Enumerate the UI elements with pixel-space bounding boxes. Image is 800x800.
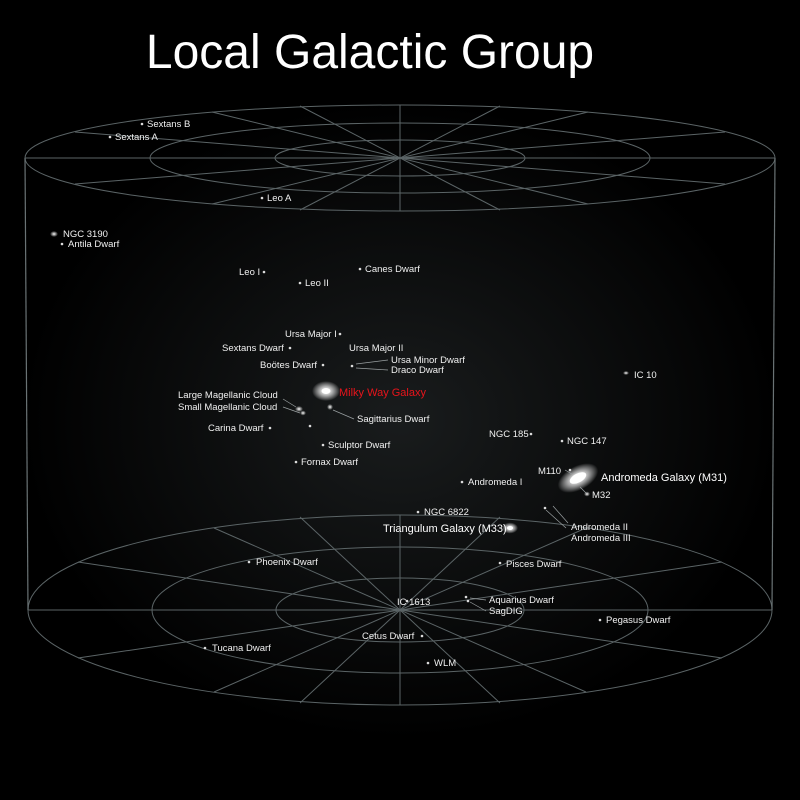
label-leo-i: Leo I	[239, 267, 260, 278]
label-ic-10: IC 10	[634, 370, 657, 381]
label-andromeda-galaxy: Andromeda Galaxy (M31)	[601, 472, 727, 484]
label-pegasus-dwarf: Pegasus Dwarf	[606, 615, 671, 626]
leader-lines	[282, 359, 587, 612]
label-ursa-major-ii: Ursa Major II	[349, 343, 403, 354]
background-haze	[20, 100, 780, 740]
label-sculptor-dwarf: Sculptor Dwarf	[328, 440, 391, 451]
label-phoenix-dwarf: Phoenix Dwarf	[256, 557, 318, 568]
milky-way-core	[321, 388, 331, 394]
label-andromeda-i: Andromeda I	[468, 477, 522, 488]
label-aquarius-dwarf: Aquarius Dwarf	[489, 595, 554, 606]
label-ursa-minor-dwarf: Ursa Minor Dwarf	[391, 355, 465, 366]
ic-10-glow	[623, 371, 629, 375]
galaxies	[50, 231, 629, 534]
label-sagdig: SagDIG	[489, 606, 523, 617]
label-carina-dwarf: Carina Dwarf	[208, 423, 264, 434]
title: Local Galactic Group	[146, 26, 594, 79]
label-sextans-a: Sextans A	[115, 132, 158, 143]
label-leo-a: Leo A	[267, 193, 292, 204]
label-ngc-3190: NGC 3190	[63, 229, 108, 240]
label-tucana-dwarf: Tucana Dwarf	[212, 643, 271, 654]
label-ngc-185: NGC 185	[489, 429, 529, 440]
ngc-3190-glow	[50, 231, 58, 237]
label-antila-dwarf: Antila Dwarf	[68, 239, 120, 250]
label-lmc: Large Magellanic Cloud	[178, 390, 278, 401]
label-sextans-b: Sextans B	[147, 119, 190, 130]
label-bootes-dwarf: Boötes Dwarf	[260, 360, 317, 371]
andromeda-core	[569, 472, 587, 484]
label-triangulum: Triangulum Galaxy (M33)	[383, 523, 507, 535]
label-ngc-147: NGC 147	[567, 436, 607, 447]
sagittarius-glow	[327, 404, 333, 410]
label-andromeda-ii: Andromeda II	[571, 522, 628, 533]
label-pisces-dwarf: Pisces Dwarf	[506, 559, 562, 570]
label-canes-dwarf: Canes Dwarf	[365, 264, 420, 275]
label-sextans-dwarf: Sextans Dwarf	[222, 343, 284, 354]
cylinder-right-wall	[771, 157, 776, 611]
label-m32: M32	[592, 490, 610, 501]
label-wlm: WLM	[434, 658, 456, 669]
label-fornax-dwarf: Fornax Dwarf	[301, 457, 358, 468]
label-sagittarius-dwarf: Sagittarius Dwarf	[357, 414, 430, 425]
label-ursa-major-i: Ursa Major I	[285, 329, 337, 340]
label-draco-dwarf: Draco Dwarf	[391, 365, 444, 376]
label-ic-1613: IC 1613	[397, 597, 430, 608]
smc-glow	[300, 410, 306, 416]
galaxy-labels: Sextans B Sextans A Leo A NGC 3190 Antil…	[63, 119, 727, 669]
lmc-glow	[295, 406, 303, 412]
label-ngc-6822: NGC 6822	[424, 507, 469, 518]
label-smc: Small Magellanic Cloud	[178, 402, 277, 413]
label-milky-way: Milky Way Galaxy	[339, 387, 426, 399]
label-cetus-dwarf: Cetus Dwarf	[362, 631, 415, 642]
cylinder-left-wall	[24, 157, 29, 611]
label-leo-ii: Leo II	[305, 278, 329, 289]
triangulum-core	[507, 526, 513, 530]
galaxy-dots	[60, 122, 602, 665]
label-andromeda-iii: Andromeda III	[571, 533, 631, 544]
label-m110: M110	[538, 466, 561, 477]
bottom-disk-grid	[27, 514, 773, 706]
